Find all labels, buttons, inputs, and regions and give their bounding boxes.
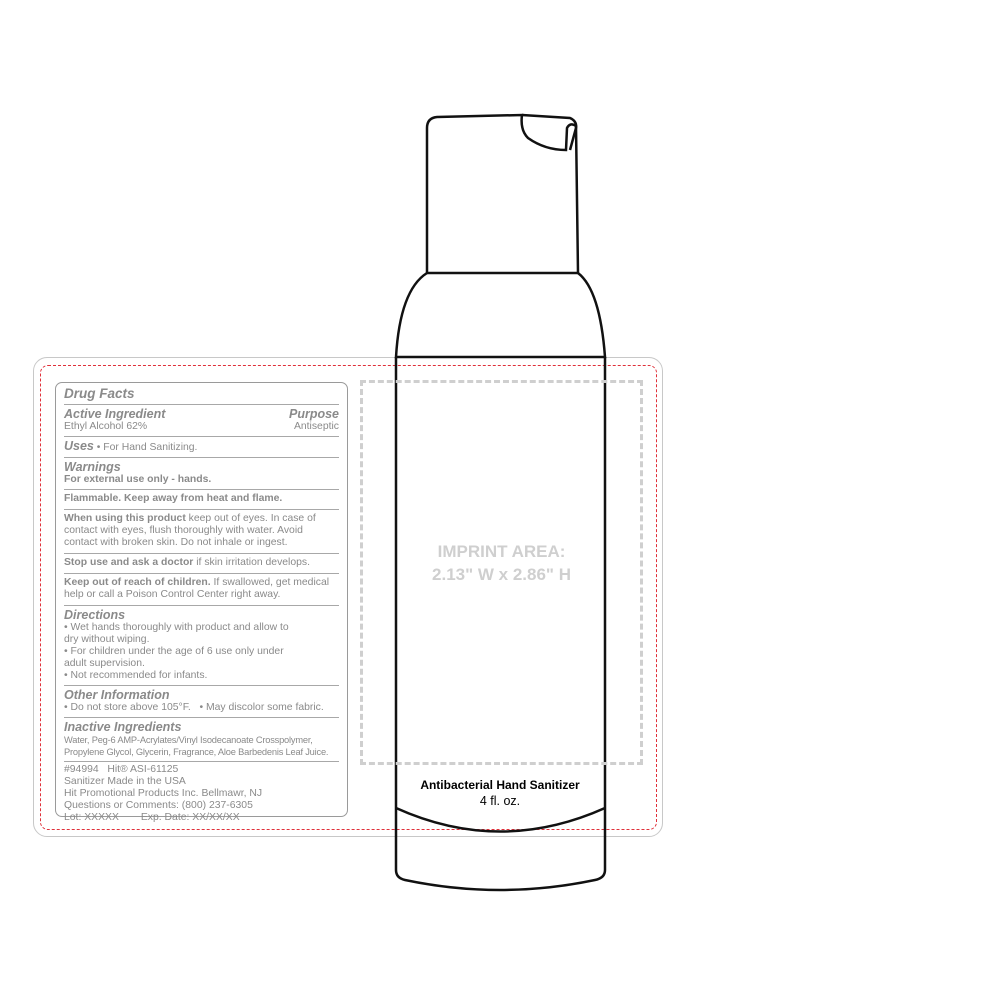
warnings-heading: Warnings (64, 460, 121, 474)
external-use: For external use only - hands. (64, 474, 212, 485)
other-section: Other Information• Do not store above 10… (64, 685, 339, 717)
uses-section: Uses • For Hand Sanitizing. (64, 436, 339, 457)
product-size: 4 fl. oz. (479, 794, 521, 808)
exp-date: Exp. Date: XX/XX/XX (140, 812, 240, 823)
bottle-body (394, 357, 607, 892)
keep-out-bold: Keep out of reach of children. (64, 577, 211, 588)
imprint-area (360, 380, 643, 765)
keep-out: Keep out of reach of children. If swallo… (64, 573, 339, 605)
cap-flip (521, 113, 578, 151)
flammable: Flammable. Keep away from heat and flame… (64, 489, 339, 509)
direction-item: • Not recommended for infants. (64, 670, 208, 681)
imprint-line2: 2.13" W x 2.86" H (432, 565, 571, 584)
product-name: Antibacterial Hand Sanitizer (420, 778, 580, 792)
bleed-line (40, 365, 657, 830)
inactive-heading: Inactive Ingredients (64, 720, 182, 734)
direction-item: • Wet hands thoroughly with product and … (64, 622, 289, 645)
purpose-heading: Purpose (288, 407, 339, 421)
directions-heading: Directions (64, 608, 126, 622)
stop-use: Stop use and ask a doctor if skin irrita… (64, 553, 339, 573)
active-heading: Active Ingredient (64, 407, 166, 421)
label-bottom-line (395, 806, 606, 833)
uses-text: • For Hand Sanitizing. (93, 442, 198, 453)
purpose: Antiseptic (293, 421, 339, 432)
drug-facts-title: Drug Facts (64, 386, 135, 401)
imprint-line1: IMPRINT AREA: (437, 542, 566, 561)
uses-heading: Uses (64, 439, 94, 453)
footer-line: Sanitizer Made in the USA (64, 776, 186, 787)
stop-use-text: if skin irritation develops. (193, 557, 310, 568)
bottle-cap (425, 113, 580, 275)
footer-section: #94994 Hit® ASI-61125 Sanitizer Made in … (64, 761, 339, 827)
other-heading: Other Information (64, 688, 170, 702)
directions-section: Directions • Wet hands thoroughly with p… (64, 605, 339, 685)
other-text: • Do not store above 105°F. • May discol… (64, 702, 324, 713)
stop-use-bold: Stop use and ask a doctor (64, 557, 194, 568)
active-section: Active Ingredient Purpose Ethyl Alcohol 6… (64, 404, 339, 436)
footer-line: #94994 Hit® ASI-61125 (64, 764, 179, 775)
when-using-bold: When using this product (64, 513, 186, 524)
label-outline (33, 357, 663, 837)
inactive-text: Water, Peg-6 AMP-Acrylates/Vinyl Isodeca… (64, 735, 329, 757)
lot: Lot: XXXXX (64, 812, 119, 823)
drug-facts-panel: Drug Facts Active Ingredient Purpose Ethy… (55, 382, 348, 823)
active-ingredient: Ethyl Alcohol 62% (64, 421, 148, 432)
footer-line: Questions or Comments: (800) 237-6305 (64, 800, 253, 811)
imprint-area-label: IMPRINT AREA: 2.13" W x 2.86" H (360, 540, 643, 586)
when-using-text: keep out of eyes. In case of contact wit… (64, 513, 316, 548)
bottle-shoulder (394, 271, 607, 359)
when-using: When using this product keep out of eyes… (64, 509, 339, 553)
footer-line: Hit Promotional Products Inc. Bellmawr, … (64, 788, 263, 799)
keep-out-text: If swallowed, get medical help or call a… (64, 577, 330, 600)
direction-item: • For children under the age of 6 use on… (64, 646, 284, 669)
